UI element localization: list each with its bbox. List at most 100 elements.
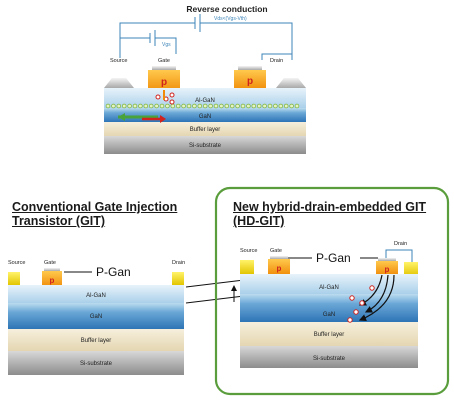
left-title-line2: Transistor (GIT) [12,214,106,228]
2deg-dot [138,103,143,109]
left-algan-label: Al-GaN [86,293,106,299]
2deg-dot [105,103,111,109]
right-gate-label: Gate [270,248,282,254]
2deg-dot [294,103,300,109]
2deg-dot [273,103,278,109]
right-substrate-label: Si-substrate [313,356,346,362]
2deg-dot [246,103,251,109]
vds-label: Vds<(Vgs-Vth) [214,16,247,22]
right-drain-metal [378,258,396,261]
top-gate-p: p [161,77,167,88]
top-drain-p: p [247,76,253,87]
2deg-dot [213,103,219,109]
left-gate-pgan [42,271,62,287]
left-buffer-label: Buffer layer [81,338,112,344]
right-title-line2: (HD-GIT) [233,214,285,228]
top-buffer-layer [104,122,306,136]
right-buffer-label: Buffer layer [314,332,345,338]
top-substrate-layer [104,136,306,154]
right-gate-metal [270,256,288,259]
top-green-arrowhead [118,113,125,121]
left-drain-contact [172,272,184,285]
top-drain-contact [276,78,306,88]
top-gan-label: GaN [199,114,211,120]
2deg-dot [127,103,132,109]
2deg-dot [235,103,240,109]
2deg-dot [229,103,235,109]
right-algan-label: Al-GaN [319,285,339,291]
left-gate-metal [44,268,60,271]
right-title-line1: New hybrid-drain-embedded GIT [233,200,427,214]
2deg-dot [175,103,181,109]
2deg-dot [181,103,186,109]
left-gan-label: GaN [90,314,102,320]
right-buffer-layer [240,322,418,346]
2deg-dot [186,103,192,109]
top-red-arrowhead [160,115,166,123]
left-source-contact [8,272,20,285]
2deg-dot [159,103,165,109]
top-gate-pgan [148,70,180,92]
2deg-dot [251,103,257,109]
top-2deg-dots [105,103,300,109]
2deg-dot [165,103,170,109]
2deg-dot [278,103,284,109]
2deg-dot [289,103,294,109]
top-algan-label: Al-GaN [195,98,215,104]
2deg-dot [154,103,159,109]
left-diagram: Source Gate Drain P-Gan p Al-GaN GaN Buf… [8,260,185,375]
right-holes [347,285,375,323]
top-drain-pgan [234,70,266,90]
top-substrate-label: Si-substrate [189,143,222,149]
2deg-dot [224,103,230,109]
vgs-label: Vgs [162,42,171,48]
left-gate-p: p [50,276,55,285]
2deg-dot [219,103,224,109]
top-source-contact [104,78,134,88]
2deg-dot [197,103,203,109]
left-substrate-layer [8,351,184,375]
top-gate-metal [152,66,176,70]
right-pgan-label: P-Gan [316,251,351,265]
2deg-dot [121,103,127,109]
2deg-dot [267,103,273,109]
left-gan-layer [8,303,184,329]
left-gate-label: Gate [44,260,56,266]
top-drain-label: Drain [270,58,283,64]
left-drain-label: Drain [172,260,185,266]
top-circuit-wires [119,14,293,60]
right-gate-p: p [277,264,282,273]
left-buffer-layer [8,329,184,351]
hd-git-frame [214,186,450,396]
2deg-dot [256,103,262,109]
top-title: Reverse conduction [186,4,267,14]
left-algan-layer [8,285,184,303]
left-source-label: Source [8,260,25,266]
2deg-dot [262,103,267,109]
right-source-label: Source [240,248,257,254]
top-gate-label: Gate [158,58,170,64]
2deg-dot [116,103,122,109]
right-gan-label: GaN [323,312,335,318]
right-drain-label: Drain [394,241,407,247]
top-algan-layer [104,88,306,108]
2deg-dot [208,103,213,109]
right-drain-pgan [376,261,398,275]
right-drain-p: p [385,265,390,274]
right-gate-pgan [268,259,290,275]
2deg-dot [111,103,116,109]
2deg-dot [240,103,246,109]
top-diagram: Reverse conduction Vgs Vds<(Vgs-Vth) Sou… [104,4,306,154]
right-substrate-layer [240,346,418,368]
top-source-label: Source [110,58,127,64]
left-title: Conventional Gate Injection Transistor (… [12,200,177,228]
right-diagram: Source Gate Drain P-Gan p p Al-GaN GaN B… [240,241,418,368]
2deg-dot [202,103,208,109]
left-title-line1: Conventional Gate Injection [12,200,178,214]
right-drain-contact [404,262,418,276]
2deg-dot [170,103,176,109]
2deg-dot [192,103,197,109]
top-drain-metal [238,66,262,70]
2deg-dot [143,103,149,109]
